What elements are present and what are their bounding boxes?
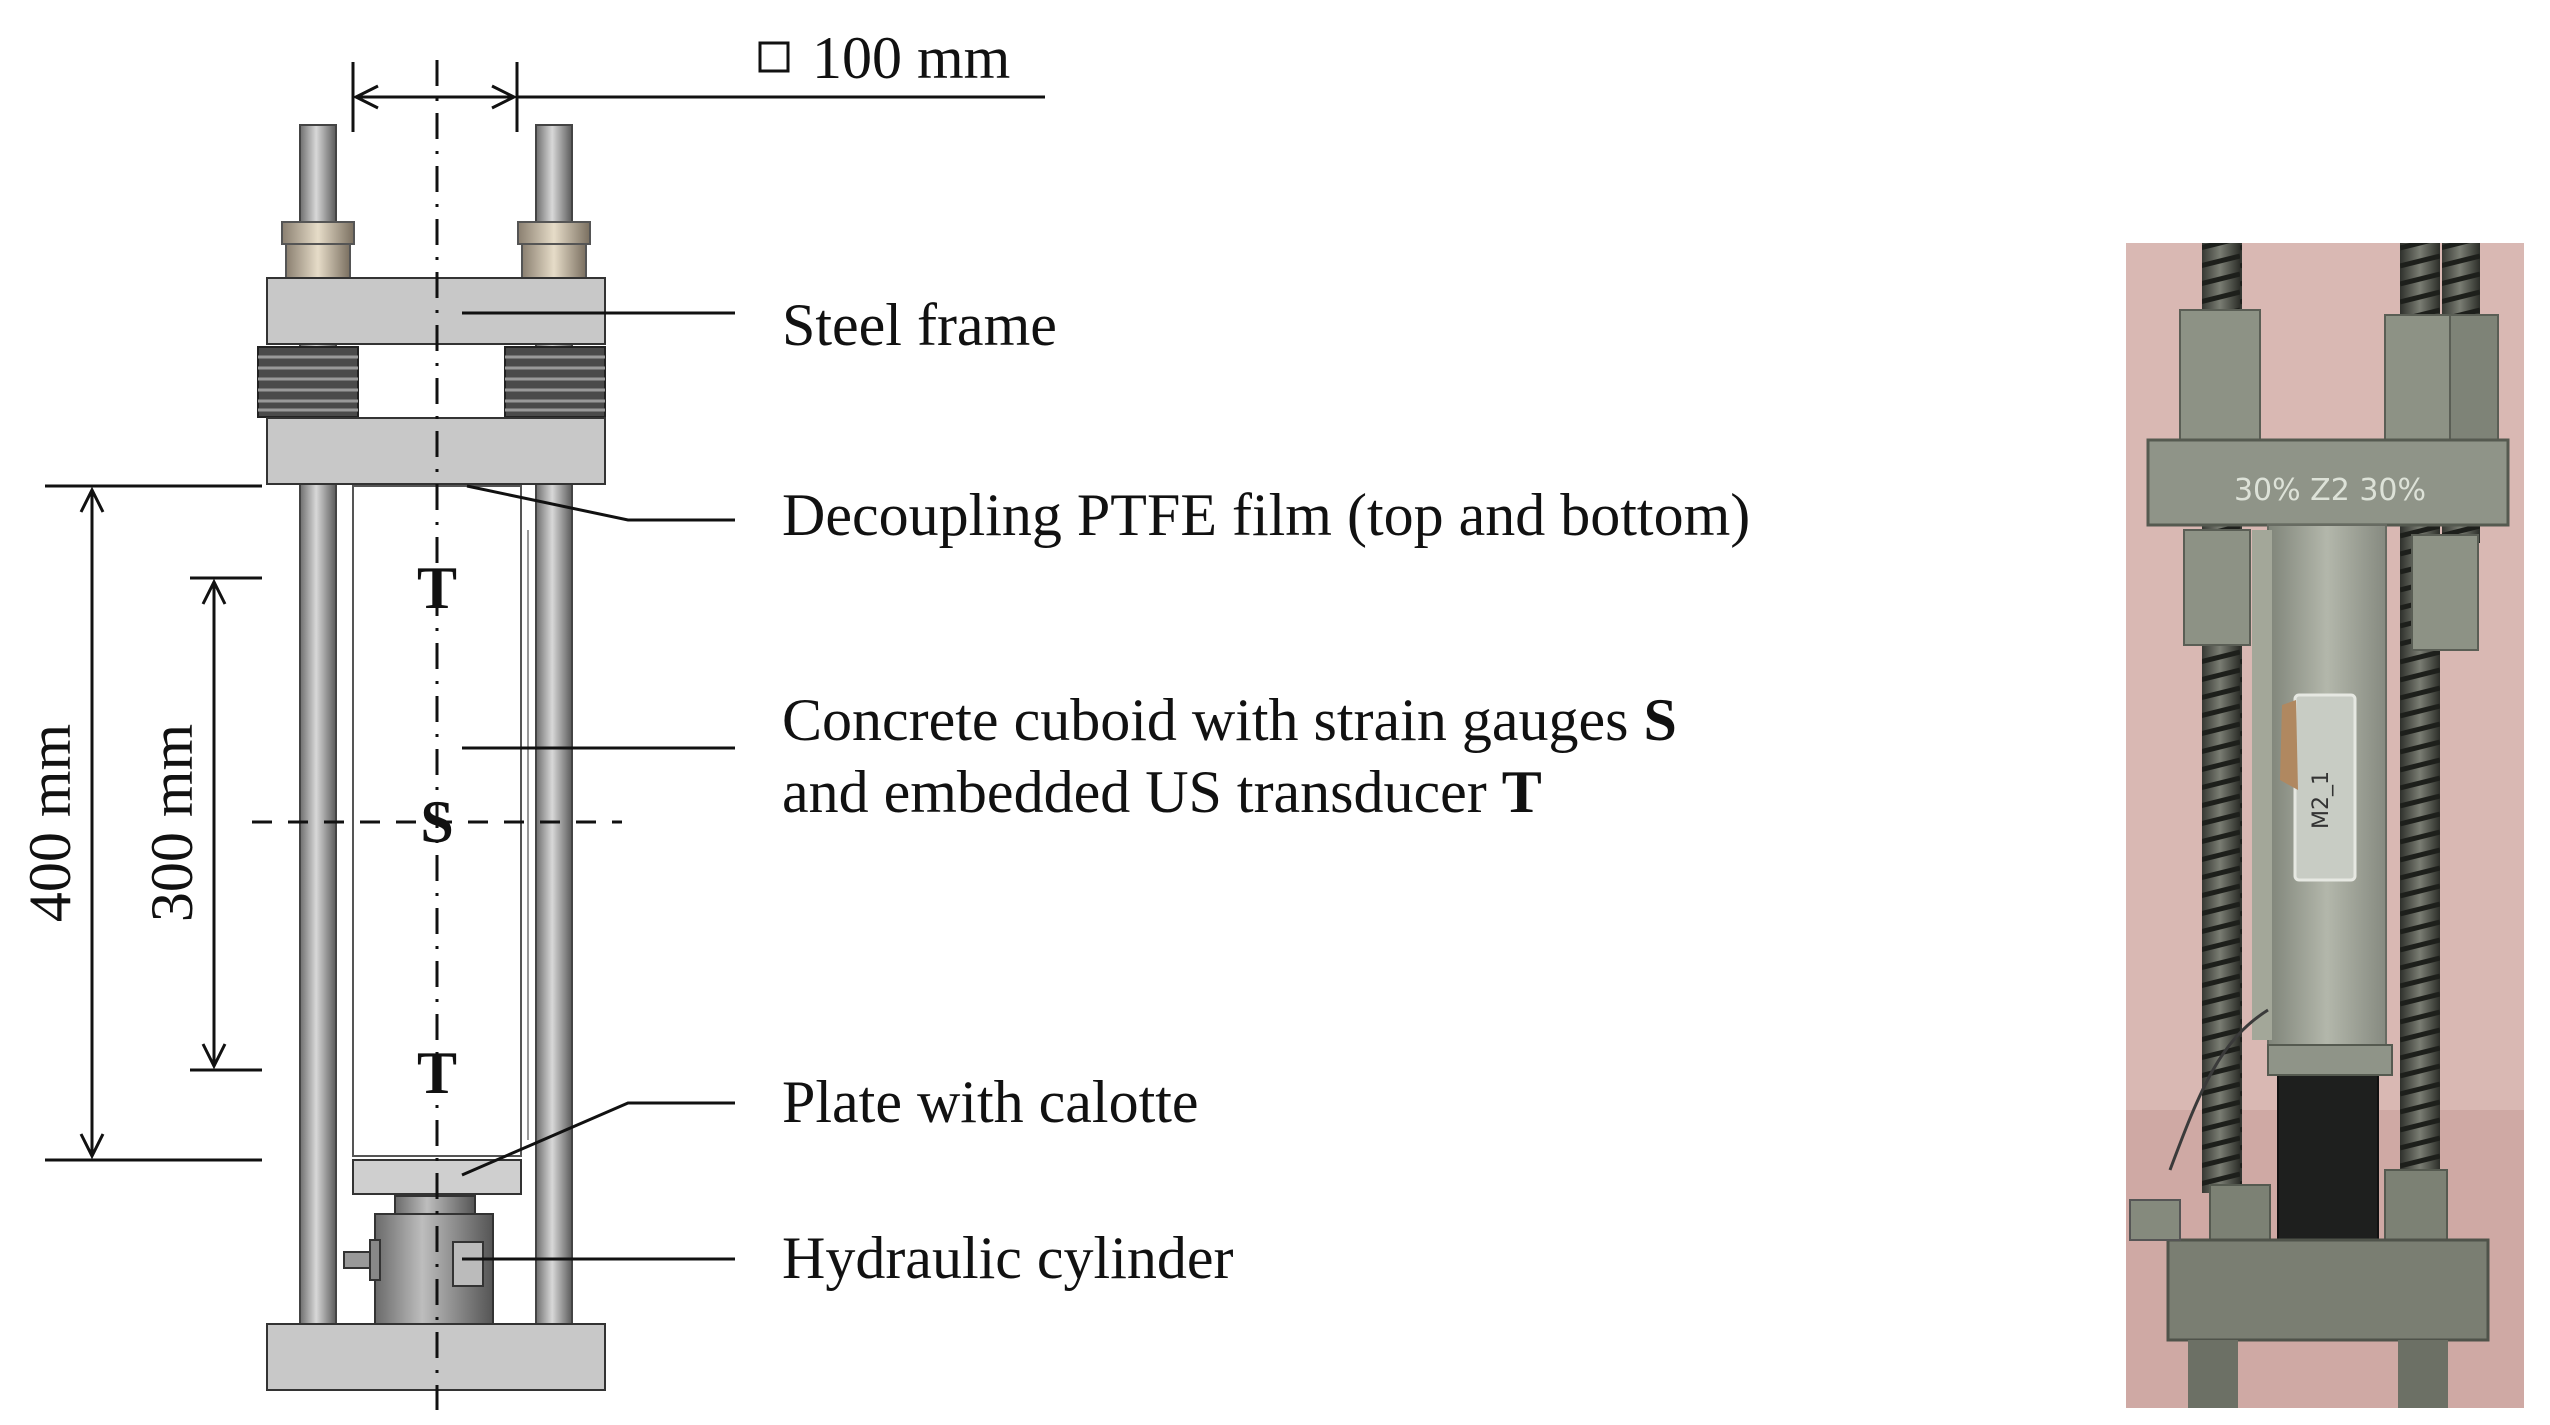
label-concrete-cuboid-line2: and embedded US transducer T xyxy=(782,759,1542,825)
photo-specimen-marking: 30% Z2 30% xyxy=(2234,473,2426,508)
height-300-dimension xyxy=(190,576,262,1072)
right-disc-springs xyxy=(504,346,606,418)
photo-nut-top-left xyxy=(2179,309,2261,441)
photo-top-plate xyxy=(2146,438,2510,527)
left-disc-springs xyxy=(257,346,359,418)
label-ptfe-film: Decoupling PTFE film (top and bottom) xyxy=(782,482,1750,548)
label-steel-frame: Steel frame xyxy=(782,292,1057,358)
marker-transducer-bottom: T xyxy=(417,1040,457,1106)
left-nut xyxy=(281,221,355,281)
hydraulic-cylinder-drawing xyxy=(343,1195,494,1325)
label-cuboid-text-2: and embedded US transducer xyxy=(782,759,1502,825)
height-300-label: 300 mm xyxy=(139,724,205,922)
marker-strain-gauge: S xyxy=(420,789,453,855)
width-dimension xyxy=(351,41,1045,132)
label-cuboid-symbol-s: S xyxy=(1643,687,1676,753)
height-400-dimension xyxy=(45,484,262,1162)
height-400-label: 400 mm xyxy=(17,724,83,922)
photo-base-plate xyxy=(2166,1238,2490,1342)
label-plate-with-calotte: Plate with calotte xyxy=(782,1069,1199,1135)
label-cuboid-text-1: Concrete cuboid with strain gauges xyxy=(782,687,1643,753)
setup-drawing: T S T 100 mm 400 mm xyxy=(17,25,1750,1410)
label-concrete-cuboid-line1: Concrete cuboid with strain gauges S xyxy=(782,687,1677,753)
width-dimension-label: 100 mm xyxy=(812,25,1010,91)
photo-gauge-tag: M2_1 xyxy=(2309,771,2334,829)
leader-lines xyxy=(461,311,735,1261)
photo-nut-mid-left xyxy=(2183,529,2251,646)
photo-nut-mid-right xyxy=(2411,534,2479,651)
marker-transducer-top: T xyxy=(417,555,457,621)
right-nut xyxy=(517,221,591,281)
setup-photo: 30% Z2 30% M2_1 xyxy=(2126,243,2524,1408)
label-cuboid-symbol-t: T xyxy=(1502,759,1542,825)
photo-cable xyxy=(2168,1008,2269,1171)
photo-hydraulic-cylinder xyxy=(2277,1074,2379,1241)
label-hydraulic-cylinder: Hydraulic cylinder xyxy=(782,1225,1234,1291)
